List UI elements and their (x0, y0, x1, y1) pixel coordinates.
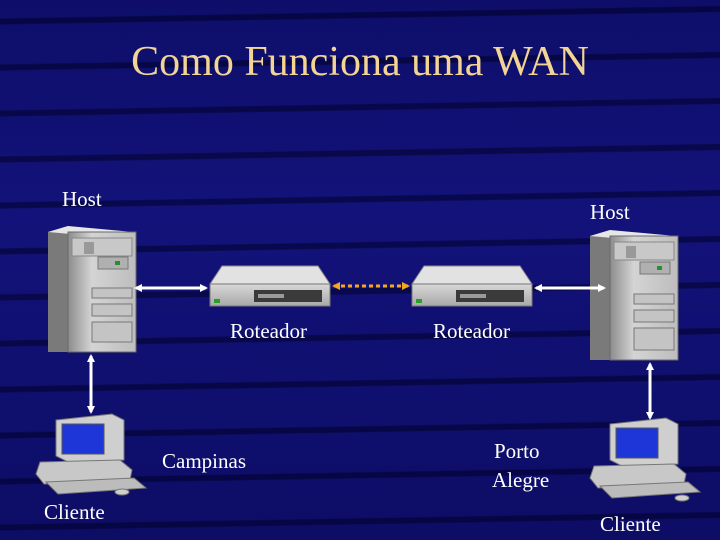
host-server-right-icon (590, 230, 679, 361)
router-right-icon (411, 265, 533, 307)
city-right-label-line1: Porto (494, 439, 540, 463)
host-right-label: Host (590, 200, 630, 224)
slide-title: Como Funciona uma WAN (131, 39, 589, 85)
city-left-label: Campinas (162, 449, 246, 473)
city-right-label-line2: Alegre (492, 468, 550, 492)
client-computer-left-icon (35, 413, 148, 496)
router-left-icon (209, 265, 331, 307)
client-computer-right-icon (589, 417, 702, 502)
router-right-label: Roteador (433, 319, 510, 343)
router-left-label: Roteador (230, 319, 307, 343)
client-left-label: Cliente (44, 500, 105, 524)
client-right-label: Cliente (600, 512, 661, 536)
host-server-left-icon (48, 226, 137, 353)
host-left-label: Host (62, 187, 102, 211)
